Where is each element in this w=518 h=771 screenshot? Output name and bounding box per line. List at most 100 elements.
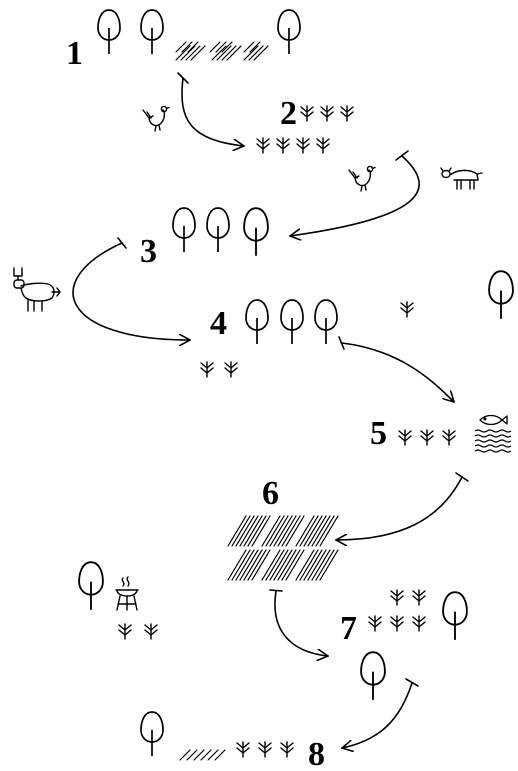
hatch-stroke — [319, 549, 339, 581]
hatch-stroke — [265, 515, 285, 547]
arrow-3-tail — [117, 237, 127, 249]
hatch-stroke — [285, 515, 305, 547]
grass-icon — [258, 741, 272, 758]
arrow-7-to-8 — [342, 682, 413, 748]
field-hatch-icon — [175, 41, 269, 61]
tree-icon — [277, 9, 301, 55]
grass-icon — [280, 741, 294, 758]
step-label-7: 7 — [340, 610, 357, 647]
arrow-6-to-7 — [274, 590, 328, 656]
hatch-stroke — [251, 515, 271, 547]
arrow-7-tail — [405, 678, 419, 687]
hatch-stroke — [251, 549, 271, 581]
hatch-stroke — [295, 515, 315, 547]
tree-icon — [206, 207, 230, 253]
hatch-stroke — [247, 549, 267, 581]
hatch-stroke — [239, 515, 259, 547]
grass-icon — [200, 361, 214, 378]
grass-icon — [296, 137, 310, 154]
grill-icon — [115, 576, 139, 611]
hatch-stroke — [307, 515, 327, 547]
field-hatch-icon — [227, 515, 339, 581]
grass-icon — [224, 361, 238, 378]
deer-icon — [13, 267, 61, 312]
hatch-stroke — [269, 549, 289, 581]
bird-icon — [142, 105, 170, 132]
arrow-6-tail — [269, 589, 283, 592]
hatch-stroke — [299, 549, 319, 581]
tree-icon — [78, 561, 104, 611]
hatch-stroke — [227, 515, 247, 547]
hatch-stroke — [295, 549, 315, 581]
hatch-stroke — [311, 515, 331, 547]
hatch-stroke — [277, 549, 297, 581]
tree-icon — [442, 591, 468, 641]
hatch-stroke — [277, 515, 297, 547]
step-label-8: 8 — [308, 736, 325, 771]
grass-icon — [390, 615, 404, 632]
grass-icon — [420, 429, 434, 446]
grass-icon — [412, 589, 426, 606]
hatch-stroke — [299, 515, 319, 547]
tree-icon — [488, 270, 514, 320]
tree-icon — [245, 299, 269, 345]
grass-icon — [276, 137, 290, 154]
grass-icon — [400, 301, 414, 318]
step-label-4: 4 — [210, 305, 227, 342]
arrow-4-tail — [338, 336, 345, 350]
hatch-stroke — [269, 515, 289, 547]
grass-icon — [144, 623, 158, 640]
grass-icon — [256, 137, 270, 154]
grass-icon — [118, 623, 132, 640]
grass-icon — [340, 105, 354, 122]
hatch-stroke — [239, 549, 259, 581]
step-label-6: 6 — [262, 475, 279, 512]
hatch-stroke — [273, 549, 293, 581]
grass-icon — [236, 741, 250, 758]
grass-icon — [368, 615, 382, 632]
grass-icon — [316, 137, 330, 154]
tree-icon — [360, 651, 386, 701]
hatch-stroke — [261, 515, 281, 547]
tree-icon — [280, 299, 304, 345]
hatch-stroke — [307, 549, 327, 581]
field-hatch-icon — [179, 749, 226, 761]
tree-icon — [243, 207, 269, 257]
arrow-2-tail — [395, 150, 409, 161]
fish-icon — [479, 414, 508, 426]
grass-icon — [390, 589, 404, 606]
hatch-stroke — [261, 549, 281, 581]
tree-icon — [172, 207, 196, 253]
hatch-stroke — [285, 549, 305, 581]
step-label-3: 3 — [140, 233, 157, 270]
tree-icon — [140, 711, 164, 757]
arrow-1-to-2 — [181, 77, 244, 146]
arrow-3-to-4 — [72, 242, 190, 340]
arrow-1-tail — [177, 72, 189, 84]
tree-icon — [314, 299, 338, 345]
grass-icon — [398, 429, 412, 446]
step-label-2: 2 — [280, 95, 297, 132]
grass-icon — [442, 429, 456, 446]
hatch-stroke — [247, 515, 267, 547]
hatch-stroke — [265, 549, 285, 581]
transition-arrows — [72, 72, 469, 748]
grass-icon — [320, 105, 334, 122]
hatch-stroke — [243, 549, 263, 581]
cow-icon — [440, 167, 483, 190]
hatch-stroke — [227, 549, 247, 581]
hatch-stroke — [281, 515, 301, 547]
water-icon — [474, 429, 512, 453]
hatch-stroke — [303, 549, 323, 581]
hatch-stroke — [315, 549, 335, 581]
hatch-stroke — [273, 515, 293, 547]
hatch-stroke — [311, 549, 331, 581]
bird-icon — [348, 165, 376, 192]
hatch-stroke — [243, 515, 263, 547]
hatch-stroke — [319, 515, 339, 547]
hatch-stroke — [303, 515, 323, 547]
tree-icon — [97, 9, 121, 55]
grass-icon — [300, 105, 314, 122]
